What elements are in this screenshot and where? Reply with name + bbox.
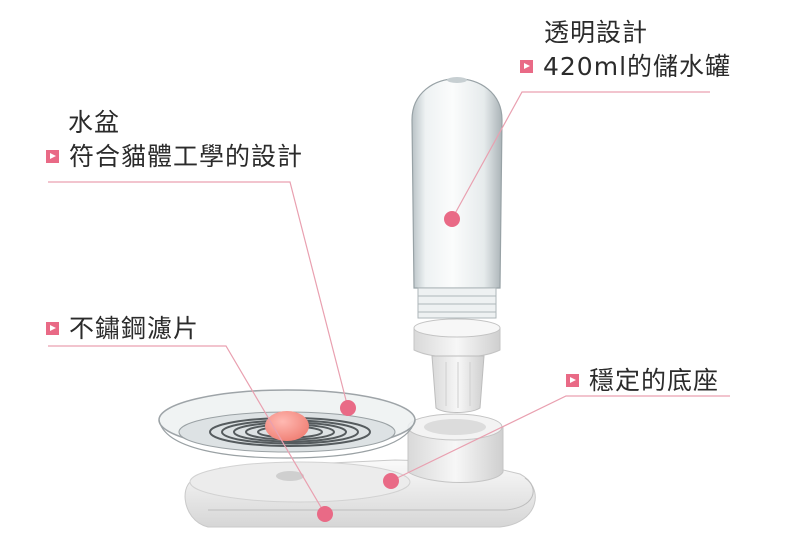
base-tower <box>407 413 504 483</box>
bottle-label-sub: 420ml的儲水罐 <box>520 52 731 82</box>
bowl-label-sub: 符合貓體工學的設計 <box>46 142 303 172</box>
marker-dot-bottle <box>444 211 460 227</box>
triangle-bullet-icon <box>520 59 533 73</box>
base-label: 穩定的底座 <box>566 366 719 396</box>
triangle-bullet-icon <box>566 373 579 387</box>
marker-dot-filter <box>317 506 333 522</box>
marker-dot-bowl <box>340 400 356 416</box>
triangle-bullet-icon <box>46 149 59 163</box>
water-bottle <box>411 77 503 413</box>
triangle-bullet-icon <box>46 321 59 335</box>
bottle-label-title: 透明設計 <box>544 18 649 47</box>
marker-dot-base <box>383 473 399 489</box>
water-bowl <box>158 389 416 459</box>
marker-dots <box>317 211 460 522</box>
bowl-label-title: 水盆 <box>68 108 121 137</box>
leader-lines <box>48 91 730 515</box>
pink-filter-knob <box>265 411 309 441</box>
filter-label: 不鏽鋼濾片 <box>46 314 199 344</box>
